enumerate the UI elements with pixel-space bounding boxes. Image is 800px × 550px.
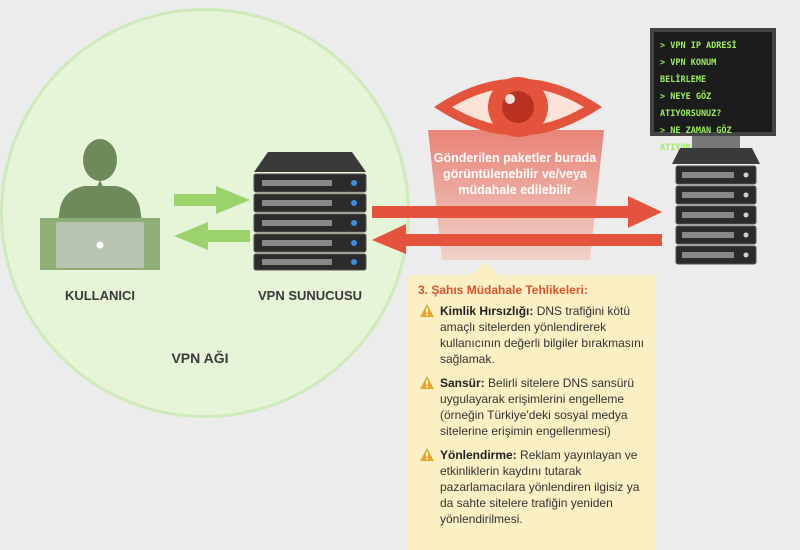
threats-panel: 3. Şahıs Müdahale Tehlikeleri: Kimlik Hı… xyxy=(408,275,655,550)
user-label: KULLANICI xyxy=(64,288,136,303)
red-arrow-left xyxy=(372,224,662,254)
terminal-line: > VPN IP ADRESİ xyxy=(660,41,737,51)
beam-text-line: müdahale edilebilir xyxy=(458,183,572,197)
warning-icon xyxy=(420,448,434,461)
remote-server-icon xyxy=(672,136,760,265)
threat-term: Yönlendirme: xyxy=(440,448,517,462)
beam-text-line: Gönderilen paketler burada xyxy=(433,151,597,165)
warning-icon xyxy=(420,376,434,389)
user-laptop-icon xyxy=(40,139,160,270)
threat-item-identity-theft: Kimlik Hırsızlığı: DNS trafiğini kötü am… xyxy=(418,303,645,367)
terminal-screen: > VPN IP ADRESİ > VPN KONUM BELİRLEME > … xyxy=(650,28,776,153)
threat-item-censorship: Sansür: Belirli sitelere DNS sansürü uyg… xyxy=(418,375,645,439)
vpn-network-label: VPN AĞI xyxy=(171,350,229,366)
terminal-line: > NE ZAMAN GÖZ xyxy=(660,126,732,136)
warning-icon xyxy=(420,304,434,317)
terminal-line: > NEYE GÖZ ATIYORSUNUZ? xyxy=(660,92,722,119)
terminal-line: > VPN KONUM BELİRLEME xyxy=(660,58,717,85)
beam-text: Gönderilen paketler burada görüntülenebi… xyxy=(430,150,600,198)
red-arrow-right xyxy=(372,196,662,228)
green-arrows xyxy=(174,186,250,250)
vpn-server-icon xyxy=(253,152,367,271)
red-arrows xyxy=(372,196,662,254)
threat-text: Reklam yayınlayan ve etkinliklerin kaydı… xyxy=(440,448,640,526)
threat-text: DNS trafiğini kötü amaçlı sitelerden yön… xyxy=(440,304,645,366)
beam-text-line: görüntülenebilir ve/veya xyxy=(443,167,587,181)
panel-pointer xyxy=(470,262,500,276)
threat-term: Kimlik Hırsızlığı: xyxy=(440,304,534,318)
green-arrow-right xyxy=(174,186,250,214)
vpn-server-label: VPN SUNUCUSU xyxy=(257,288,362,303)
threat-term: Sansür: xyxy=(440,376,485,390)
green-arrow-left xyxy=(174,222,250,250)
threat-text: Belirli sitelere DNS sansürü uygulayarak… xyxy=(440,376,635,438)
eye-icon xyxy=(434,77,602,137)
panel-title: 3. Şahıs Müdahale Tehlikeleri: xyxy=(418,283,588,297)
threat-item-redirection: Yönlendirme: Reklam yayınlayan ve etkinl… xyxy=(418,447,645,527)
